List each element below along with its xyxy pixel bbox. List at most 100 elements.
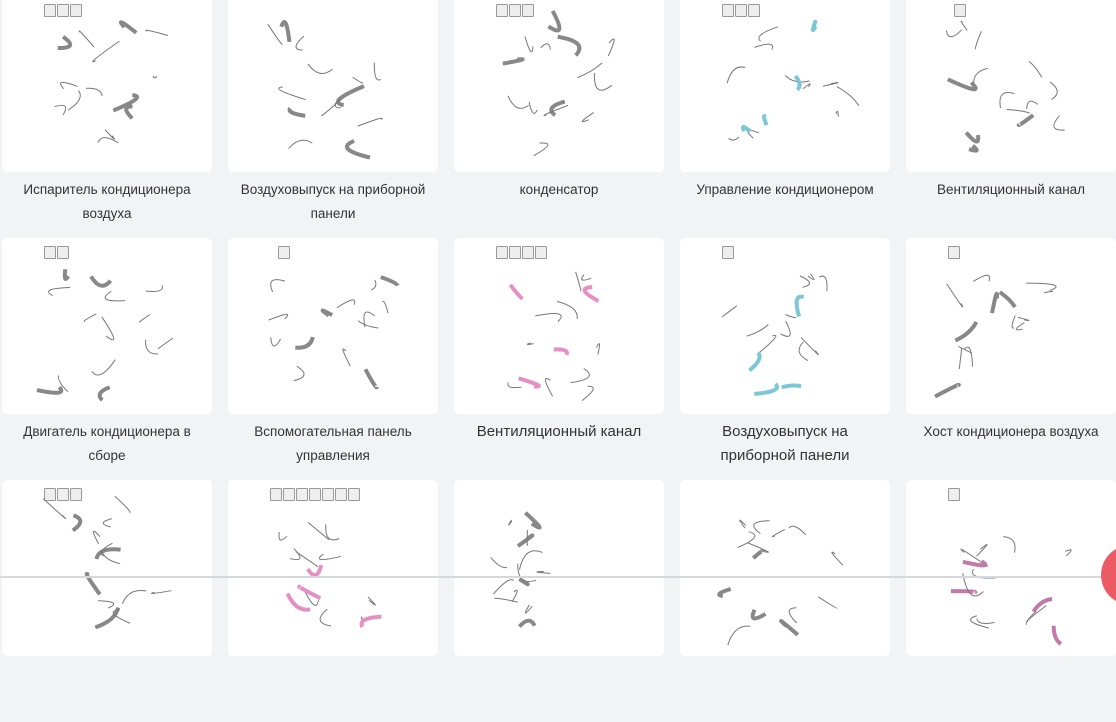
part-label[interactable]: Хост кондиционера воздуха: [906, 414, 1116, 444]
drawing-stroke: [269, 314, 288, 320]
part-diagram-image[interactable]: [906, 238, 1116, 414]
part-label[interactable]: Вентиляционный канал: [454, 414, 664, 444]
drawing-stroke: [296, 36, 304, 50]
part-card[interactable]: [454, 480, 664, 722]
part-label[interactable]: Испаритель кондиционера воздуха: [2, 172, 212, 226]
part-card[interactable]: Вентиляционный канал: [454, 238, 664, 480]
drawing-stroke: [1026, 283, 1056, 290]
part-diagram-image[interactable]: [454, 238, 664, 414]
drawing-stroke: [308, 565, 321, 575]
drawing-stroke: [279, 532, 287, 540]
drawing-stroke: [958, 346, 971, 353]
drawing-stroke: [975, 31, 981, 49]
drawing-stroke: [782, 386, 801, 388]
part-label[interactable]: [454, 656, 664, 662]
drawing-stroke: [98, 601, 114, 608]
part-label[interactable]: Вентиляционный канал: [906, 172, 1116, 202]
drawing-stroke: [585, 287, 599, 301]
drawing-stroke: [582, 386, 593, 400]
drawing-stroke: [729, 137, 739, 140]
drawing-stroke: [294, 366, 304, 380]
drawing-stroke: [508, 383, 521, 388]
drawing-stroke: [973, 275, 989, 281]
drawing-stroke: [754, 384, 777, 394]
part-label[interactable]: Управление кондиционером: [680, 172, 890, 202]
part-card[interactable]: [906, 480, 1116, 722]
drawing-stroke: [1054, 626, 1061, 644]
drawing-stroke: [271, 280, 285, 292]
part-label[interactable]: [680, 656, 890, 662]
drawing-stroke: [84, 314, 96, 322]
drawing-stroke: [1000, 292, 1015, 307]
drawing-stroke: [121, 22, 136, 33]
exploded-view-drawing: [228, 480, 438, 656]
drawing-stroke: [594, 73, 611, 90]
drawing-stroke: [571, 369, 590, 383]
part-card[interactable]: Двигатель кондиционера в сборе: [2, 238, 212, 480]
drawing-stroke: [347, 141, 370, 158]
drawing-stroke: [527, 343, 533, 345]
part-label[interactable]: Двигатель кондиционера в сборе: [2, 414, 212, 468]
drawing-stroke: [818, 597, 837, 608]
exploded-view-drawing: [228, 238, 438, 414]
drawing-stroke: [803, 84, 810, 89]
part-label[interactable]: конденсатор: [454, 172, 664, 202]
drawing-stroke: [727, 67, 745, 83]
part-card[interactable]: Испаритель кондиционера воздуха: [2, 0, 212, 238]
part-card[interactable]: [680, 480, 890, 722]
part-diagram-image[interactable]: [680, 0, 890, 172]
part-card[interactable]: Вентиляционный канал: [906, 0, 1116, 238]
part-diagram-image[interactable]: [2, 0, 212, 172]
drawing-stroke: [61, 82, 78, 88]
part-card[interactable]: Управление кондиционером: [680, 0, 890, 238]
drawing-stroke: [525, 36, 533, 51]
drawing-stroke: [728, 626, 750, 645]
part-diagram-image[interactable]: [680, 480, 890, 656]
drawing-stroke: [974, 68, 988, 87]
drawing-stroke: [509, 520, 512, 525]
part-card[interactable]: Воздуховыпуск на приборной панели: [228, 0, 438, 238]
part-card[interactable]: Воздуховыпуск на приборной панели: [680, 238, 890, 480]
part-card[interactable]: Хост кондиционера воздуха: [906, 238, 1116, 480]
drawing-stroke: [548, 11, 559, 30]
exploded-view-drawing: [680, 0, 890, 172]
drawing-stroke: [525, 513, 539, 528]
drawing-stroke: [146, 285, 163, 291]
drawing-stroke: [58, 37, 70, 48]
drawing-stroke: [722, 306, 737, 317]
part-label[interactable]: [228, 656, 438, 662]
drawing-stroke: [290, 108, 306, 116]
part-label[interactable]: Воздуховыпуск на приборной панели: [228, 172, 438, 226]
part-label[interactable]: [906, 656, 1116, 662]
part-diagram-image[interactable]: [228, 480, 438, 656]
drawing-stroke: [557, 301, 577, 319]
part-label[interactable]: [2, 656, 212, 662]
drawing-stroke: [1050, 82, 1057, 100]
part-diagram-image[interactable]: [2, 480, 212, 656]
drawing-stroke: [977, 544, 988, 556]
part-label[interactable]: Вспомогательная панель управления: [228, 414, 438, 468]
exploded-view-drawing: [2, 0, 212, 172]
drawing-stroke: [289, 140, 313, 148]
drawing-stroke: [576, 272, 581, 291]
part-card[interactable]: [2, 480, 212, 722]
part-diagram-image[interactable]: [906, 480, 1116, 656]
part-diagram-image[interactable]: [680, 238, 890, 414]
part-diagram-image[interactable]: [906, 0, 1116, 172]
drawing-stroke: [946, 30, 961, 37]
part-card[interactable]: [228, 480, 438, 722]
drawing-stroke: [353, 77, 363, 83]
part-diagram-image[interactable]: [2, 238, 212, 414]
part-diagram-image[interactable]: [228, 238, 438, 414]
part-diagram-image[interactable]: [454, 480, 664, 656]
drawing-stroke: [1033, 599, 1052, 612]
part-card[interactable]: Вспомогательная панель управления: [228, 238, 438, 480]
part-card[interactable]: конденсатор: [454, 0, 664, 238]
part-diagram-image[interactable]: [454, 0, 664, 172]
drawing-stroke: [608, 39, 614, 56]
part-diagram-image[interactable]: [228, 0, 438, 172]
drawing-stroke: [520, 551, 543, 570]
drawing-stroke: [529, 102, 537, 114]
part-label[interactable]: Воздуховыпуск на приборной панели: [680, 414, 890, 468]
